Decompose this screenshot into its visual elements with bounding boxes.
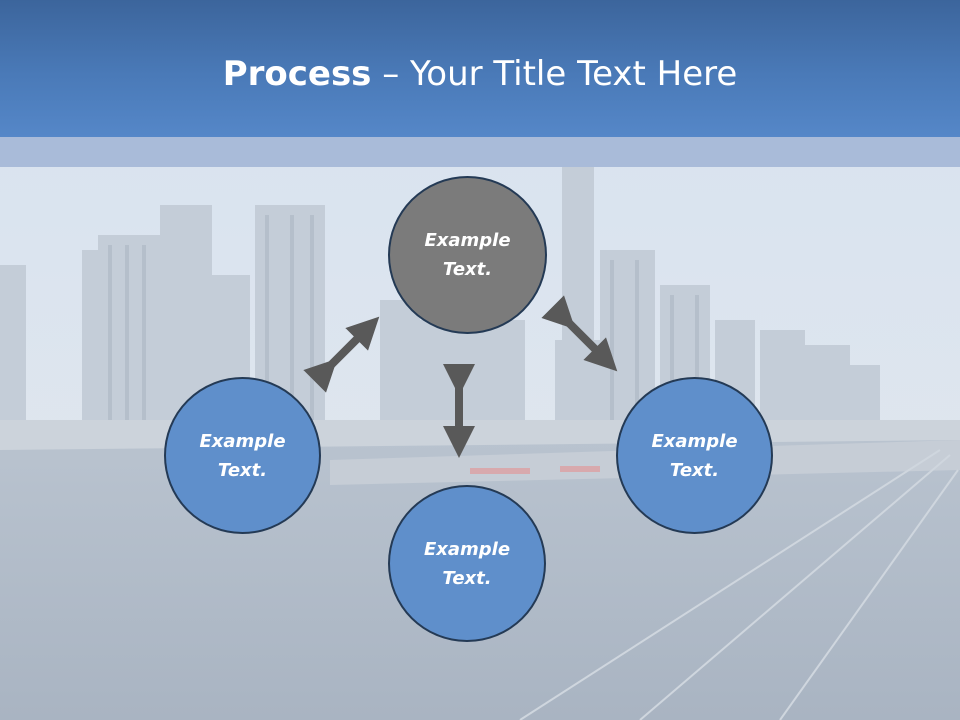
- node-top: Example Text.: [388, 176, 547, 334]
- node-right: Example Text.: [616, 377, 773, 534]
- node-left: Example Text.: [164, 377, 321, 534]
- title-bar: [0, 0, 960, 137]
- slide-title: Process – Your Title Text Here: [0, 52, 960, 96]
- node-right-label: Example Text.: [651, 430, 738, 481]
- arrow-left-to-top: [303, 316, 380, 393]
- node-left-label: Example Text.: [199, 430, 286, 481]
- title-bold-text: Process: [222, 54, 372, 94]
- arrow-top-to-right: [541, 295, 618, 372]
- node-bottom: Example Text.: [388, 485, 546, 642]
- title-rest-text: – Your Title Text Here: [371, 54, 738, 94]
- node-top-label: Example Text.: [424, 230, 511, 280]
- node-bottom-label: Example Text.: [423, 538, 511, 589]
- title-accent-strip: [0, 137, 960, 167]
